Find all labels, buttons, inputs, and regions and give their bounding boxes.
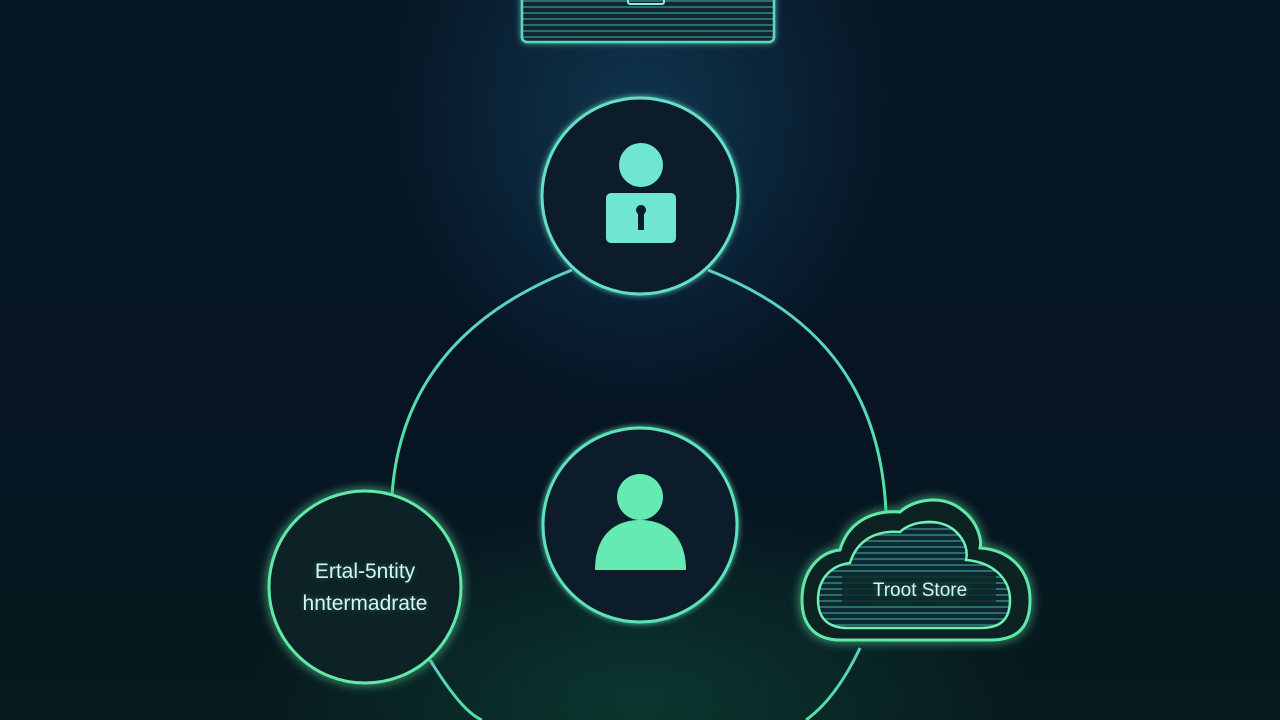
entity-label-line1: Ertal-5ntity bbox=[314, 560, 416, 583]
connector-arc-bottom-right bbox=[805, 647, 862, 720]
user-icon bbox=[595, 474, 686, 570]
server-rack-icon bbox=[627, 0, 665, 5]
entity-label-line2: hntermadrate bbox=[302, 592, 428, 615]
user-top-node bbox=[540, 96, 740, 296]
user-center-node bbox=[541, 426, 739, 624]
user-with-keyhole-icon bbox=[606, 143, 676, 243]
connector-arc-right bbox=[707, 268, 888, 513]
trust-store-label: Troot Store bbox=[872, 580, 968, 601]
connector-arc-left bbox=[390, 268, 573, 496]
entity-label: Ertal-5ntity hntermadrate bbox=[270, 556, 460, 620]
connector-lines bbox=[390, 42, 888, 720]
entity-node bbox=[267, 489, 463, 685]
server-node bbox=[520, 0, 776, 44]
connector-arc-bottom-left bbox=[428, 659, 483, 720]
trust-store-node bbox=[800, 498, 1032, 642]
